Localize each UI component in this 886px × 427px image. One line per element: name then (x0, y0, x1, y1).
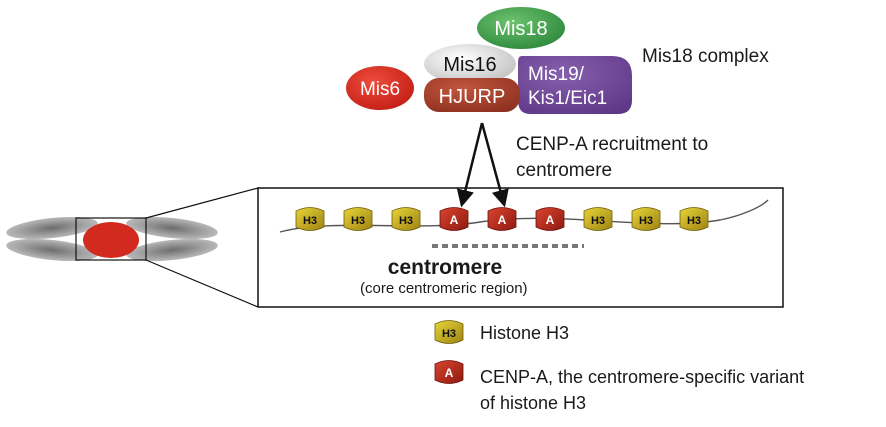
zoom-line-bottom (145, 259, 259, 308)
nucleosome-label: H3 (351, 215, 365, 227)
mis18-complex: Mis18 Mis19/ Kis1/Eic1 Mis16 HJURP Mis6 (346, 7, 632, 114)
nucleosome-h3: H3 (583, 207, 613, 231)
centromere-title: centromere (387, 256, 503, 279)
legend-a-label-line1: CENP-A, the centromere-specific variant (480, 367, 805, 387)
mis16-protein (424, 44, 516, 84)
nucleosome-h3: H3 (295, 207, 325, 231)
nucleosome-label: H3 (639, 215, 653, 227)
nucleosome-h3: H3 (343, 207, 373, 231)
legend-a-label-line2: of histone H3 (480, 393, 587, 413)
nucleosome-cenpa: A (535, 207, 565, 231)
recruitment-arrows (456, 122, 509, 208)
zoom-box-small (75, 217, 147, 261)
hjurp-label: HJURP (439, 86, 506, 108)
legend-h3-label: Histone H3 (480, 323, 570, 343)
recruitment-label-line2: centromere (516, 160, 613, 181)
mis19-label-line2: Kis1/Eic1 (528, 88, 607, 109)
nucleosome-label: H3 (303, 215, 317, 227)
nucleosome-label: A (546, 213, 555, 227)
mis16-label: Mis16 (443, 54, 496, 76)
arrow-right (480, 122, 509, 208)
mis19-protein (518, 56, 632, 114)
chromosome (6, 216, 218, 262)
zoom-panel (257, 187, 784, 308)
nucleosome-row: H3 H3 H3 A A A H3 H3 H3 (295, 207, 709, 231)
nucleosome-label: H3 (591, 215, 605, 227)
mis19-label-line1: Mis19/ (528, 64, 585, 85)
mis6-protein (346, 66, 414, 110)
nucleosome-h3: H3 (391, 207, 421, 231)
svg-text:A: A (445, 366, 454, 380)
arrow-left (456, 122, 484, 208)
legend-h3-badge: H3 (434, 320, 464, 344)
recruitment-label: CENP-A recruitment to centromere (516, 132, 776, 184)
nucleosome-cenpa: A (487, 207, 517, 231)
legend-a-badge: A (434, 360, 464, 384)
nucleosome-h3: H3 (679, 207, 709, 231)
recruitment-label-line1: CENP-A recruitment to (516, 134, 709, 155)
mis18-label: Mis18 (494, 18, 547, 40)
hjurp-protein (424, 78, 520, 112)
nucleosome-h3: H3 (631, 207, 661, 231)
nucleosome-label: A (498, 213, 507, 227)
mis6-label: Mis6 (360, 79, 400, 100)
centromere-subtitle: (core centromeric region) (360, 280, 528, 297)
chromosome-centromere (83, 222, 139, 258)
nucleosome-label: H3 (399, 215, 413, 227)
nucleosome-label: A (450, 213, 459, 227)
nucleosome-cenpa: A (439, 207, 469, 231)
mis18-complex-label: Mis18 complex (642, 46, 769, 67)
zoom-line-top (145, 187, 259, 219)
svg-text:H3: H3 (442, 328, 456, 340)
nucleosome-label: H3 (687, 215, 701, 227)
legend-a-label: CENP-A, the centromere-specific variant … (480, 364, 880, 416)
mis18-protein (477, 7, 565, 49)
